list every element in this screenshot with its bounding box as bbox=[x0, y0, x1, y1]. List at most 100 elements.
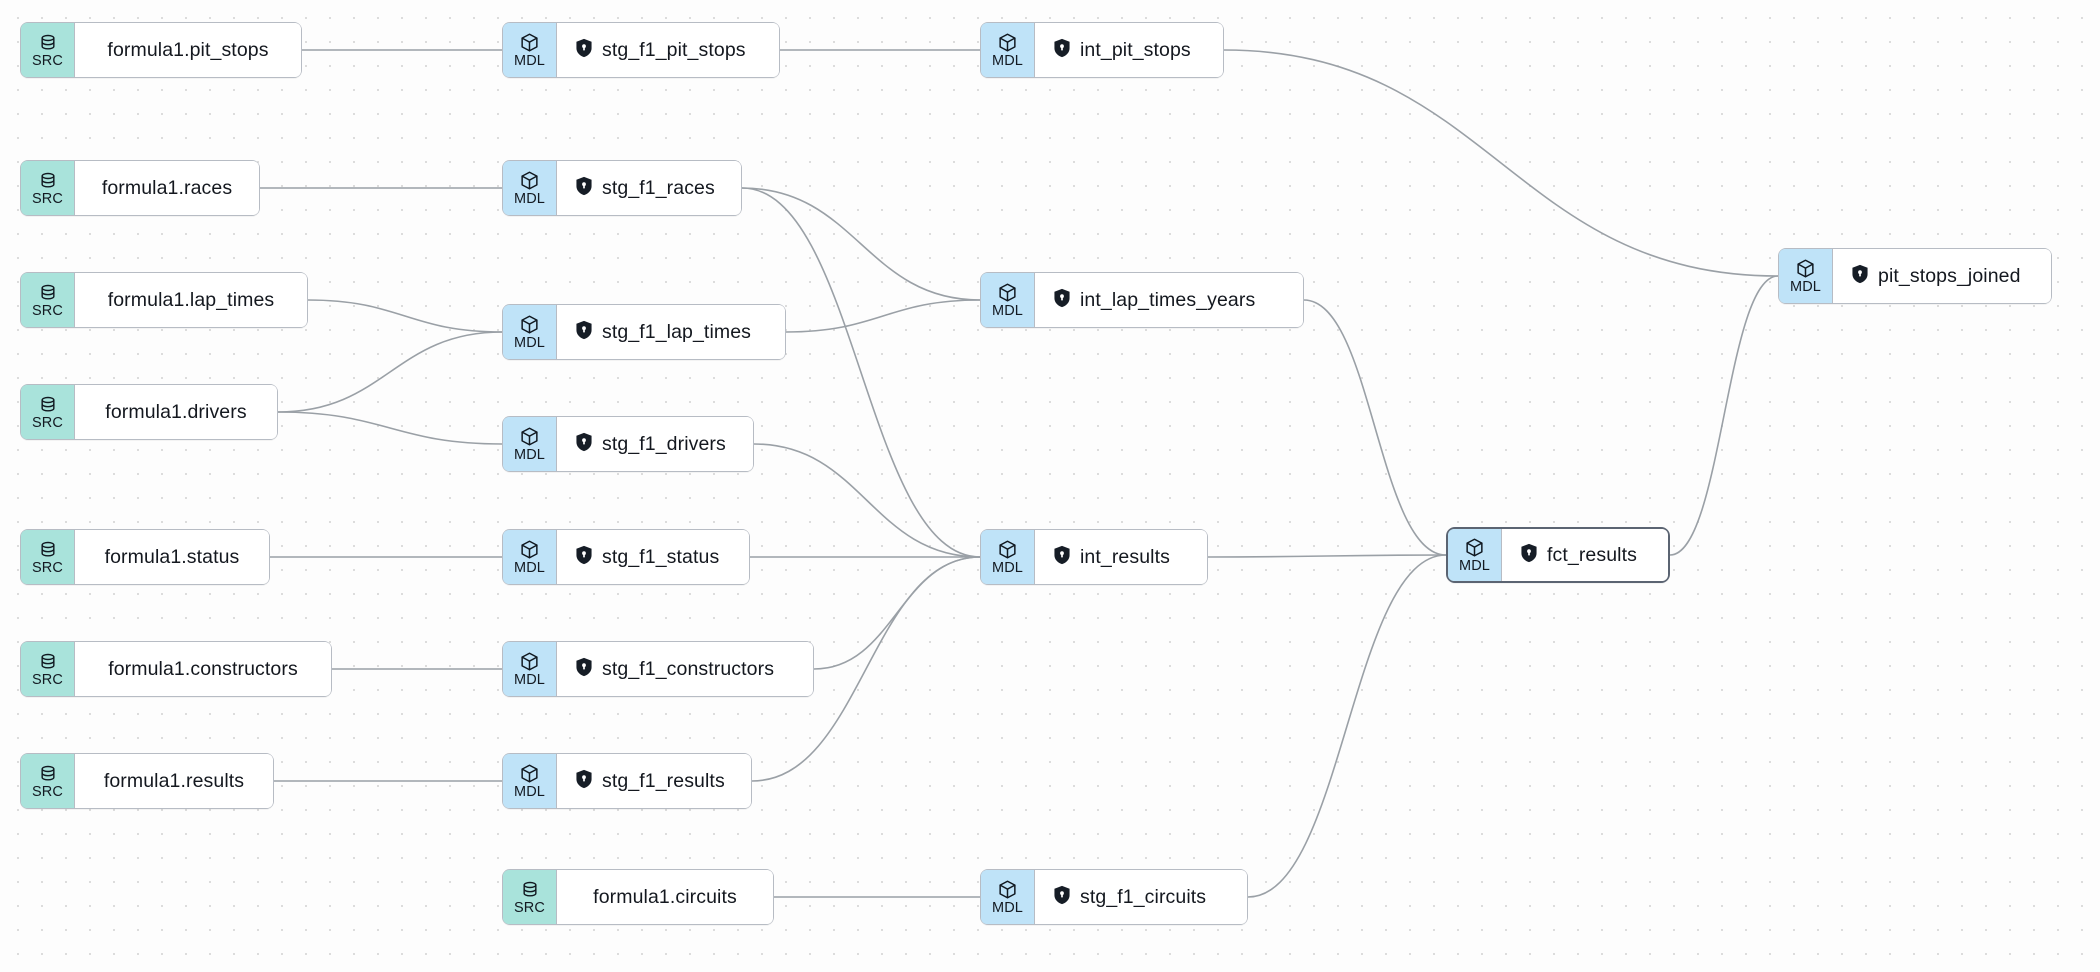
cube-icon bbox=[519, 539, 540, 560]
lineage-node-stg_drivers[interactable]: MDL stg_f1_drivers bbox=[502, 416, 754, 472]
node-label: formula1.pit_stops bbox=[107, 38, 269, 61]
lineage-edge-src_drivers-to-stg_drivers bbox=[277, 411, 503, 445]
node-type-badge: MDL bbox=[503, 305, 557, 359]
cube-icon bbox=[997, 32, 1018, 53]
cube-icon bbox=[519, 651, 540, 672]
node-label: int_pit_stops bbox=[1080, 38, 1191, 61]
node-type-label: MDL bbox=[514, 53, 545, 69]
node-type-label: MDL bbox=[992, 900, 1023, 916]
node-body: formula1.results bbox=[75, 754, 273, 808]
lineage-node-stg_races[interactable]: MDL stg_f1_races bbox=[502, 160, 742, 216]
lineage-node-int_pit_stops[interactable]: MDL int_pit_stops bbox=[980, 22, 1224, 78]
lineage-node-stg_constructors[interactable]: MDL stg_f1_constructors bbox=[502, 641, 814, 697]
node-label: formula1.results bbox=[103, 769, 245, 792]
lineage-node-stg_results[interactable]: MDL stg_f1_results bbox=[502, 753, 752, 809]
cube-icon bbox=[1795, 258, 1816, 279]
node-body: formula1.status bbox=[75, 530, 269, 584]
node-type-label: SRC bbox=[32, 190, 63, 207]
node-body: int_results bbox=[1035, 530, 1207, 584]
node-type-badge: SRC bbox=[21, 273, 75, 327]
node-body: stg_f1_constructors bbox=[557, 642, 813, 696]
node-label: formula1.circuits bbox=[593, 885, 737, 908]
cube-icon bbox=[997, 282, 1018, 303]
lineage-edge-int_pit_stops-to-pit_stops_joined bbox=[1223, 49, 1779, 277]
node-type-label: MDL bbox=[1790, 279, 1821, 295]
lineage-node-int_lap_times[interactable]: MDL int_lap_times_years bbox=[980, 272, 1304, 328]
shield-lock-icon bbox=[575, 38, 593, 63]
node-type-badge: MDL bbox=[503, 530, 557, 584]
database-icon bbox=[38, 283, 58, 303]
node-type-label: SRC bbox=[32, 783, 63, 800]
lineage-node-pit_stops_joined[interactable]: MDL pit_stops_joined bbox=[1778, 248, 2052, 304]
node-label: pit_stops_joined bbox=[1878, 264, 2021, 287]
node-type-badge: SRC bbox=[21, 161, 75, 215]
node-type-label: MDL bbox=[1459, 558, 1490, 574]
cube-icon bbox=[519, 170, 540, 191]
lineage-node-int_results[interactable]: MDL int_results bbox=[980, 529, 1208, 585]
node-type-label: SRC bbox=[32, 302, 63, 319]
node-label: formula1.races bbox=[101, 176, 233, 199]
lineage-node-stg_status[interactable]: MDL stg_f1_status bbox=[502, 529, 750, 585]
node-type-badge: SRC bbox=[21, 754, 75, 808]
node-type-badge: SRC bbox=[21, 530, 75, 584]
node-body: stg_f1_results bbox=[557, 754, 751, 808]
node-type-label: MDL bbox=[514, 447, 545, 463]
database-icon bbox=[38, 33, 58, 53]
node-label: stg_f1_circuits bbox=[1080, 885, 1207, 908]
lineage-node-src_status[interactable]: SRC formula1.status bbox=[20, 529, 270, 585]
node-label: formula1.status bbox=[104, 545, 240, 568]
node-type-badge: MDL bbox=[503, 642, 557, 696]
node-body: stg_f1_status bbox=[557, 530, 749, 584]
database-icon bbox=[520, 880, 540, 900]
node-type-label: MDL bbox=[992, 560, 1023, 576]
lineage-edge-int_lap_times-to-fct_results bbox=[1303, 299, 1447, 556]
node-type-badge: MDL bbox=[503, 161, 557, 215]
cube-icon bbox=[1464, 537, 1485, 558]
node-body: stg_f1_pit_stops bbox=[557, 23, 779, 77]
node-label: stg_f1_races bbox=[602, 176, 715, 199]
lineage-node-stg_circuits[interactable]: MDL stg_f1_circuits bbox=[980, 869, 1248, 925]
lineage-node-fct_results[interactable]: MDL fct_results bbox=[1446, 527, 1670, 583]
node-body: pit_stops_joined bbox=[1833, 249, 2051, 303]
shield-lock-icon bbox=[1053, 288, 1071, 313]
node-type-label: MDL bbox=[514, 784, 545, 800]
lineage-node-src_constructors[interactable]: SRC formula1.constructors bbox=[20, 641, 332, 697]
lineage-node-stg_pit_stops[interactable]: MDL stg_f1_pit_stops bbox=[502, 22, 780, 78]
database-icon bbox=[38, 540, 58, 560]
node-label: stg_f1_results bbox=[602, 769, 725, 792]
node-body: fct_results bbox=[1502, 529, 1668, 581]
lineage-edge-stg_races-to-int_lap_times bbox=[741, 187, 981, 301]
node-type-badge: MDL bbox=[503, 23, 557, 77]
database-icon bbox=[38, 171, 58, 191]
node-label: formula1.constructors bbox=[108, 657, 298, 680]
lineage-node-src_results[interactable]: SRC formula1.results bbox=[20, 753, 274, 809]
shield-lock-icon bbox=[1053, 545, 1071, 570]
node-label: stg_f1_lap_times bbox=[602, 320, 752, 343]
node-body: int_lap_times_years bbox=[1035, 273, 1303, 327]
lineage-edge-stg_lap_times-to-int_lap_times bbox=[785, 299, 981, 333]
node-type-badge: MDL bbox=[1448, 529, 1502, 581]
shield-lock-icon bbox=[575, 657, 593, 682]
node-body: formula1.constructors bbox=[75, 642, 331, 696]
node-type-label: SRC bbox=[32, 671, 63, 688]
cube-icon bbox=[997, 879, 1018, 900]
node-type-label: SRC bbox=[32, 559, 63, 576]
lineage-node-stg_lap_times[interactable]: MDL stg_f1_lap_times bbox=[502, 304, 786, 360]
shield-lock-icon bbox=[575, 545, 593, 570]
node-body: formula1.circuits bbox=[557, 870, 773, 924]
database-icon bbox=[38, 652, 58, 672]
lineage-edge-int_results-to-fct_results bbox=[1207, 554, 1447, 558]
lineage-node-src_races[interactable]: SRC formula1.races bbox=[20, 160, 260, 216]
node-type-badge: MDL bbox=[981, 530, 1035, 584]
node-type-badge: MDL bbox=[981, 870, 1035, 924]
node-type-label: MDL bbox=[514, 335, 545, 351]
node-type-label: MDL bbox=[514, 191, 545, 207]
node-label: stg_f1_constructors bbox=[602, 657, 775, 680]
shield-lock-icon bbox=[1520, 543, 1538, 568]
node-label: stg_f1_drivers bbox=[602, 432, 726, 455]
